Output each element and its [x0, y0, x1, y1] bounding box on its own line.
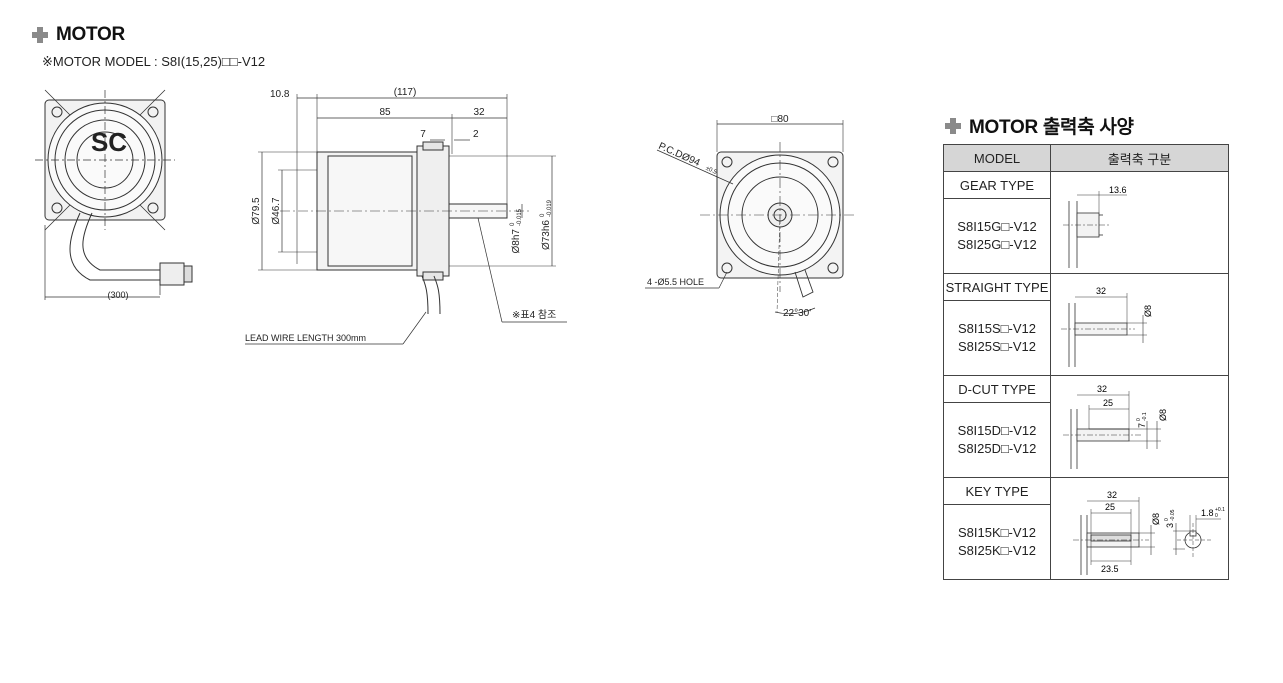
- dcut-shaft-drawing: 32 25 7 0 -0.1 Ø8: [1050, 375, 1229, 478]
- holes-label: 4 -Ø5.5 HOLE: [647, 277, 704, 287]
- type-dcut: D-CUT TYPE: [943, 375, 1051, 403]
- key-dim-3-tol: -0.05: [1170, 509, 1176, 521]
- key-shaft-drawing: 32 25 23.5 Ø8 3 0 -0.05 1.8 +0.1 0: [1050, 477, 1229, 580]
- straight-dim-dia: Ø8: [1143, 304, 1153, 316]
- motor-title-text: MOTOR: [56, 24, 125, 45]
- shaft-section-title: MOTOR 출력축 사양: [945, 112, 1134, 139]
- dim-overall: (117): [394, 87, 417, 98]
- dim-7: 7: [420, 129, 426, 140]
- key-models: S8I15K□-V12 S8I25K□-V12: [943, 504, 1051, 580]
- key-dim-width-tol: +0.1: [1215, 507, 1225, 513]
- dim-shaft: 32: [473, 107, 485, 118]
- dcut-model-2: S8I25D□-V12: [957, 441, 1037, 456]
- gear-models: S8I15G□-V12 S8I25G□-V12: [943, 198, 1051, 274]
- dim-square: □80: [771, 114, 789, 125]
- dia-shaft: Ø8h7: [511, 229, 522, 254]
- gear-model-1: S8I15G□-V12: [957, 219, 1037, 234]
- dcut-dim-7-tol: -0.1: [1142, 412, 1148, 421]
- dcut-model-1: S8I15D□-V12: [957, 423, 1037, 438]
- table-row: GEAR TYPE 13.6: [943, 171, 1229, 274]
- dia-inner: Ø46.7: [271, 197, 282, 225]
- dia-pilot-tol: -0.019: [547, 199, 553, 217]
- dcut-dim-7-tol-zero: 0: [1136, 418, 1142, 421]
- key-dim-width-tol-zero: 0: [1215, 513, 1218, 519]
- gear-model-2: S8I25G□-V12: [957, 237, 1037, 252]
- table-reference-note: ※표4 참조: [512, 309, 556, 321]
- key-dim-dia: Ø8: [1151, 512, 1161, 524]
- key-model-2: S8I25K□-V12: [958, 543, 1036, 558]
- plus-icon: [32, 27, 48, 43]
- motor-model-note: ※MOTOR MODEL : S8I(15,25)□□-V12: [42, 54, 266, 69]
- table-row: KEY TYPE: [943, 477, 1229, 580]
- straight-dim-length: 32: [1096, 286, 1106, 296]
- svg-text:SC: SC: [91, 127, 127, 157]
- dim-2: 2: [473, 129, 479, 140]
- dia-pilot: Ø73h6: [541, 220, 552, 250]
- gear-dim: 13.6: [1109, 185, 1127, 195]
- key-dim-3-tol-zero: 0: [1164, 518, 1170, 521]
- dia-shaft-tol: -0.015: [517, 208, 523, 226]
- type-gear: GEAR TYPE: [943, 171, 1051, 199]
- type-straight: STRAIGHT TYPE: [943, 273, 1051, 301]
- shaft-spec-table: MODEL 출력축 구분 GEAR TYPE 13.6 S8I15G□-V1: [943, 144, 1229, 580]
- table-row: STRAIGHT TYPE 32 Ø8: [943, 273, 1229, 376]
- straight-model-1: S8I15S□-V12: [958, 321, 1036, 336]
- rear-cable-length: (300): [107, 290, 128, 300]
- table-row: S8I15S□-V12 S8I25S□-V12: [943, 300, 1229, 376]
- dcut-models: S8I15D□-V12 S8I25D□-V12: [943, 402, 1051, 478]
- key-dim-width: 1.8: [1201, 508, 1214, 518]
- key-model-1: S8I15K□-V12: [958, 525, 1036, 540]
- type-key: KEY TYPE: [943, 477, 1051, 505]
- dcut-dim-dia: Ø8: [1158, 408, 1168, 420]
- motor-section-title: MOTOR: [32, 24, 125, 46]
- pcd-tolerance: ±0.5: [705, 166, 719, 176]
- gear-shaft-drawing: 13.6: [1050, 171, 1229, 274]
- table-header-row: MODEL 출력축 구분: [943, 144, 1229, 172]
- straight-model-2: S8I25S□-V12: [958, 339, 1036, 354]
- rear-view-drawing: SC (300): [35, 89, 193, 300]
- table-row: S8I15G□-V12 S8I25G□-V12: [943, 198, 1229, 274]
- key-dim-length: 32: [1107, 490, 1117, 500]
- dim-body: 85: [379, 107, 391, 118]
- table-row: S8I15K□-V12 S8I25K□-V12: [943, 504, 1229, 580]
- dcut-dim-length: 32: [1097, 384, 1107, 394]
- pcd-label: P.C.DØ94: [657, 141, 702, 169]
- dia-pilot-tol-zero: 0: [540, 213, 546, 217]
- angle-label: 22°30': [783, 308, 811, 319]
- dia-body: Ø79.5: [251, 197, 262, 225]
- header-shaft: 출력축 구분: [1050, 144, 1229, 172]
- key-dim-key: 25: [1105, 502, 1115, 512]
- straight-models: S8I15S□-V12 S8I25S□-V12: [943, 300, 1051, 376]
- lead-wire-note: LEAD WIRE LENGTH 300mm: [245, 333, 366, 343]
- side-view-drawing: (117) 10.8 85 32 7 2 Ø79.5 Ø46.7 Ø8h7 0 …: [245, 87, 567, 345]
- dim-flange: 10.8: [270, 89, 290, 100]
- shaft-title-text: MOTOR 출력축 사양: [969, 117, 1134, 138]
- flange-view-drawing: □80 P.C.DØ94 ±0.5 4 -Ø5.5 HOLE 22°30': [645, 114, 855, 319]
- dcut-dim-7: 7: [1137, 423, 1147, 428]
- key-dim-keyway: 23.5: [1101, 564, 1119, 574]
- dcut-dim-flat: 25: [1103, 398, 1113, 408]
- straight-shaft-drawing: 32 Ø8: [1050, 273, 1229, 376]
- table-row: D-CUT TYPE 32: [943, 375, 1229, 478]
- header-model: MODEL: [943, 144, 1051, 172]
- key-dim-3: 3: [1165, 523, 1175, 528]
- plus-icon: [945, 117, 961, 134]
- dia-shaft-tol-zero: 0: [510, 222, 516, 226]
